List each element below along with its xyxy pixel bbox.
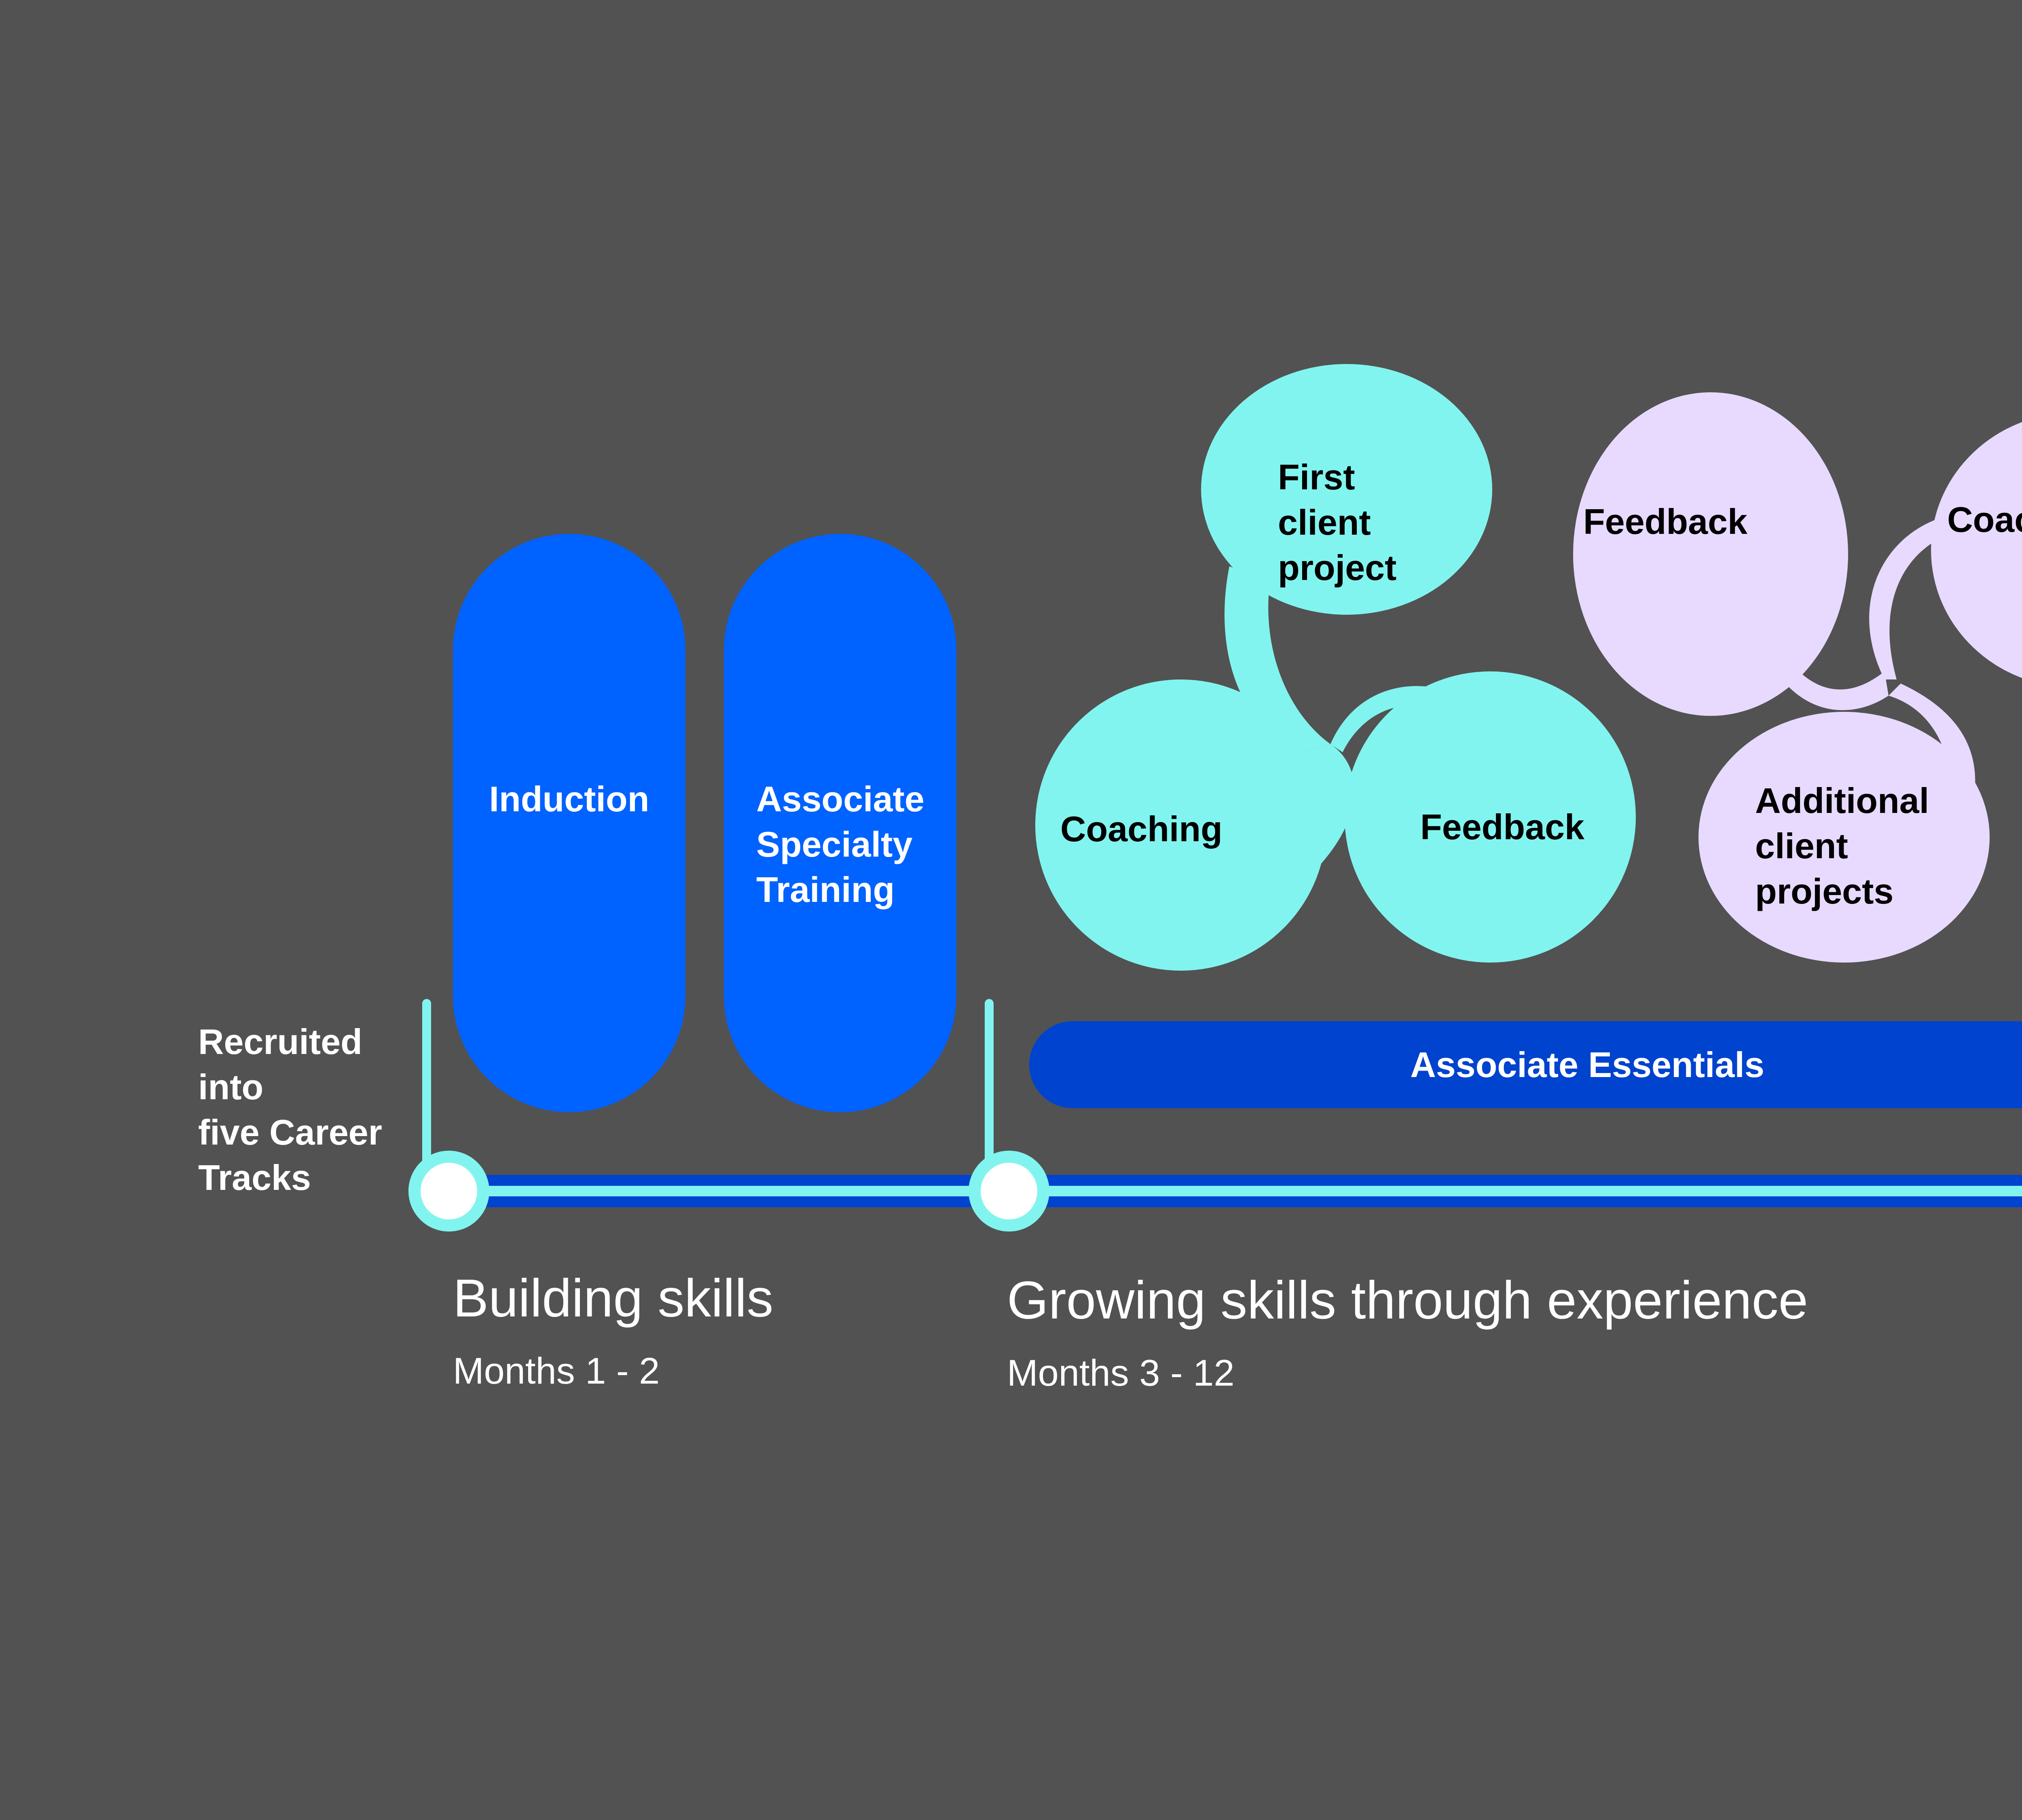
- cycle2-right-label: Coaching: [1947, 499, 2022, 540]
- cycle-1: [1035, 364, 1636, 971]
- induction-pill: Induction: [453, 534, 685, 1112]
- cycle1-top-line: project: [1278, 548, 1396, 588]
- cycle1-top-line: First: [1278, 457, 1355, 497]
- associate-essentials-bar: Associate Essentials: [1029, 1021, 2022, 1108]
- cycle1-right-label: Feedback: [1420, 807, 1585, 847]
- phase1-start-marker: [422, 999, 431, 1189]
- milestone-node-phase2: [969, 1151, 1049, 1232]
- cycle-2: [1573, 392, 2022, 963]
- cycle1-right-tail: [1330, 686, 1470, 752]
- cycle2-left-label: Feedback: [1583, 502, 1748, 542]
- start-label: Recruited into five Career Tracks: [198, 1022, 382, 1198]
- cycle2-left-tail: [1773, 663, 1889, 710]
- cycle2-bottom-line: projects: [1755, 871, 1893, 911]
- cycle1-top-label: First client project: [1278, 457, 1396, 588]
- phase2-months: Months 3 - 12: [1007, 1352, 1235, 1394]
- phase2-cycles: First client project Coaching Feedback Fee…: [1035, 364, 2022, 971]
- phase1-months: Months 1 - 2: [453, 1350, 660, 1392]
- cycle2-right-bubble: [1931, 422, 2022, 678]
- cycle2-bottom-line: client: [1755, 826, 1848, 866]
- cycle2-bottom-label: Additional client projects: [1755, 781, 1929, 911]
- induction-label: Induction: [489, 779, 649, 819]
- associate-specialty-training-label: Associate Specialty Training: [756, 779, 924, 910]
- associate-essentials-label: Associate Essentials: [1410, 1044, 1764, 1085]
- cycle1-top-line: client: [1278, 502, 1371, 542]
- cycle-2-labels: Feedback Coaching Additional client projec…: [1583, 499, 2022, 911]
- phase1-title: Building skills: [453, 1268, 774, 1328]
- cycle2-bottom-tail: [1889, 684, 1975, 817]
- cycle1-left-bubble: [1035, 679, 1326, 971]
- cycle2-left-bubble: [1573, 392, 1848, 716]
- cycle2-bottom-line: Additional: [1755, 781, 1929, 821]
- milestone-node-start: [408, 1151, 489, 1232]
- cycle1-left-tail: [1270, 744, 1355, 898]
- cycle2-right-tail: [1869, 518, 1949, 679]
- cycle1-right-bubble: [1345, 671, 1636, 963]
- cycle-1-labels: First client project Coaching Feedback: [1060, 457, 1585, 849]
- associate-specialty-training-pill: Associate Specialty Training: [724, 534, 956, 1112]
- cycle1-left-label: Coaching: [1060, 809, 1223, 849]
- timeline-track-highlight: [449, 1186, 2022, 1196]
- cycle2-bottom-bubble: [1698, 712, 1990, 963]
- phase2-title: Growing skills through experience: [1007, 1270, 1808, 1330]
- phase2-start-marker: [985, 999, 994, 1189]
- cycle1-top-bubble: [1201, 364, 1492, 615]
